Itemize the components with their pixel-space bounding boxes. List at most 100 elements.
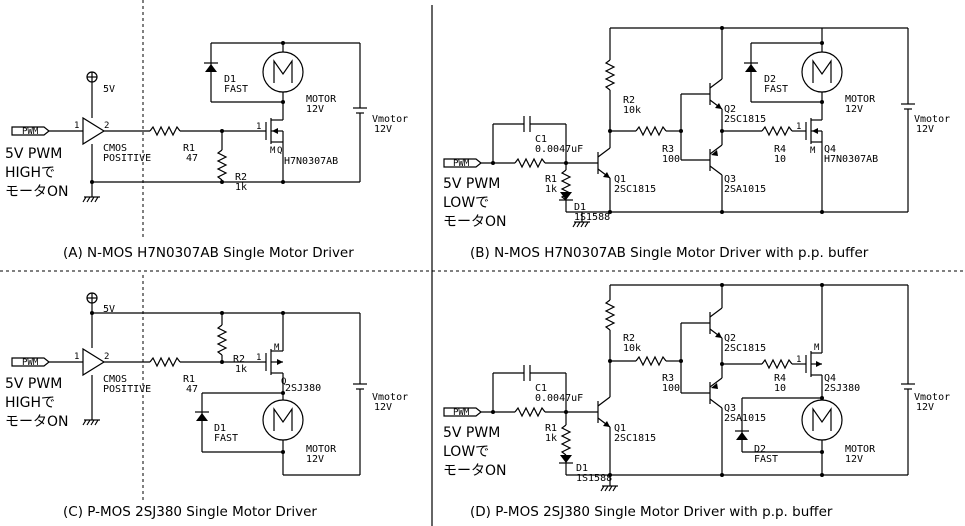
desc-low-d: LOWで	[443, 444, 489, 460]
desc-pwm-c: 5V PWM	[5, 376, 62, 392]
q1-label-d: Q1	[614, 423, 626, 434]
r2-label-c: R2	[233, 354, 245, 365]
r2-label-d: R2	[623, 333, 635, 344]
r4-value-d: 10	[774, 383, 786, 394]
vmotor-label-c: Vmotor	[372, 392, 408, 403]
motor-voltage-c: 12V	[306, 454, 324, 465]
positive-a: POSITIVE	[103, 153, 151, 164]
gate-pin-a: 1	[256, 122, 261, 132]
desc-pwm-a: 5V PWM	[5, 146, 62, 162]
q3-label-d: Q3	[724, 403, 736, 414]
desc-high-c: HIGHで	[5, 395, 55, 411]
circuit-d	[443, 283, 916, 492]
supply-icon	[86, 71, 98, 83]
desc-on-b: モータON	[443, 214, 507, 230]
caption-a: (A) N-MOS H7N0307AB Single Motor Driver	[63, 245, 354, 261]
pin1-a: 1	[74, 121, 79, 131]
circuit-a	[11, 41, 368, 203]
positive-c: POSITIVE	[103, 384, 151, 395]
fet-part-c: 2SJ380	[285, 383, 321, 394]
r1-value-c: 47	[186, 384, 198, 395]
motor-icon	[262, 399, 304, 441]
supply-label-a: 5V	[103, 84, 115, 95]
r1-label-b: R1	[545, 174, 557, 185]
gate-pin-c: 1	[256, 353, 261, 363]
pwm-label-b: PWM	[453, 159, 470, 169]
r2-label-b: R2	[623, 95, 635, 106]
pwm-label-c: PWM	[22, 358, 39, 368]
circuit-b	[443, 26, 916, 228]
r3-label-b: R3	[662, 144, 674, 155]
d1-part-b: 1S1588	[574, 212, 610, 223]
r2-label-a: R2	[235, 172, 247, 183]
pin2-a: 2	[104, 121, 109, 131]
q4-part-d: 2SJ380	[824, 383, 860, 394]
pwm-label-a: PWM	[22, 127, 39, 137]
caption-b: (B) N-MOS H7N0307AB Single Motor Driver …	[470, 245, 869, 261]
c1-value-d: 0.0047uF	[535, 393, 583, 404]
cmos-c: CMOS	[103, 374, 127, 385]
q3-part-d: 2SA1015	[724, 413, 766, 424]
r1-label-a: R1	[183, 143, 195, 154]
d1-type-c: FAST	[214, 433, 238, 444]
d1-part-d: 1S1588	[576, 473, 612, 484]
mark-m-b: M	[810, 146, 816, 156]
caption-c: (C) P-MOS 2SJ380 Single Motor Driver	[63, 504, 317, 520]
desc-on-a: モータON	[5, 184, 69, 200]
c1-value-b: 0.0047uF	[535, 144, 583, 155]
r1-value-b: 1k	[545, 184, 557, 195]
q2-label-b: Q2	[724, 104, 736, 115]
d1-label-d: D1	[576, 463, 588, 474]
q2-label-d: Q2	[724, 333, 736, 344]
q4-part-b: H7N0307AB	[824, 154, 878, 165]
q4-label-d: Q4	[824, 373, 836, 384]
gate-pin-b: 1	[796, 122, 801, 132]
d2-type-b: FAST	[764, 84, 788, 95]
motor-voltage-b: 12V	[845, 104, 863, 115]
desc-high-a: HIGHで	[5, 165, 55, 181]
r1-value-a: 47	[186, 153, 198, 164]
motor-label-d: MOTOR	[845, 444, 876, 455]
motor-icon	[262, 51, 304, 93]
d1-label-a: D1	[224, 74, 236, 85]
motor-label-c: MOTOR	[306, 444, 337, 455]
desc-pwm-b: 5V PWM	[443, 176, 500, 192]
mark-m-c: M	[274, 343, 280, 353]
motor-voltage-a: 12V	[306, 104, 324, 115]
motor-icon	[801, 399, 843, 441]
r4-label-b: R4	[774, 144, 786, 155]
cmos-a: CMOS	[103, 143, 127, 154]
q4-label-b: Q4	[824, 144, 836, 155]
r4-value-b: 10	[774, 154, 786, 165]
q1-part-d: 2SC1815	[614, 433, 656, 444]
motor-label-a: MOTOR	[306, 94, 337, 105]
c1-label-b: C1	[535, 134, 547, 145]
q3-label-b: Q3	[724, 174, 736, 185]
c1-label-d: C1	[535, 383, 547, 394]
d2-label-b: D2	[764, 74, 776, 85]
r2-value-b: 10k	[623, 105, 641, 116]
r3-value-d: 100	[662, 383, 680, 394]
vmotor-voltage-a: 12V	[374, 124, 392, 135]
d2-type-d: FAST	[754, 454, 778, 465]
r2-value-a: 1k	[235, 182, 247, 193]
pin2-c: 2	[104, 352, 109, 362]
q1-part-b: 2SC1815	[614, 184, 656, 195]
d2-label-d: D2	[754, 444, 766, 455]
r4-label-d: R4	[774, 373, 786, 384]
desc-low-b: LOWで	[443, 195, 489, 211]
q2-part-d: 2SC1815	[724, 343, 766, 354]
vmotor-voltage-c: 12V	[374, 402, 392, 413]
motor-label-b: MOTOR	[845, 94, 876, 105]
r1-label-c: R1	[183, 374, 195, 385]
d1-label-b: D1	[574, 202, 586, 213]
fet-part-a: H7N0307AB	[284, 156, 338, 167]
r3-label-d: R3	[662, 373, 674, 384]
motor-voltage-d: 12V	[845, 454, 863, 465]
r2-value-c: 1k	[235, 364, 247, 375]
desc-on-c: モータON	[5, 414, 69, 430]
r3-value-b: 100	[662, 154, 680, 165]
vmotor-label-b: Vmotor	[914, 114, 950, 125]
vmotor-voltage-b: 12V	[916, 124, 934, 135]
